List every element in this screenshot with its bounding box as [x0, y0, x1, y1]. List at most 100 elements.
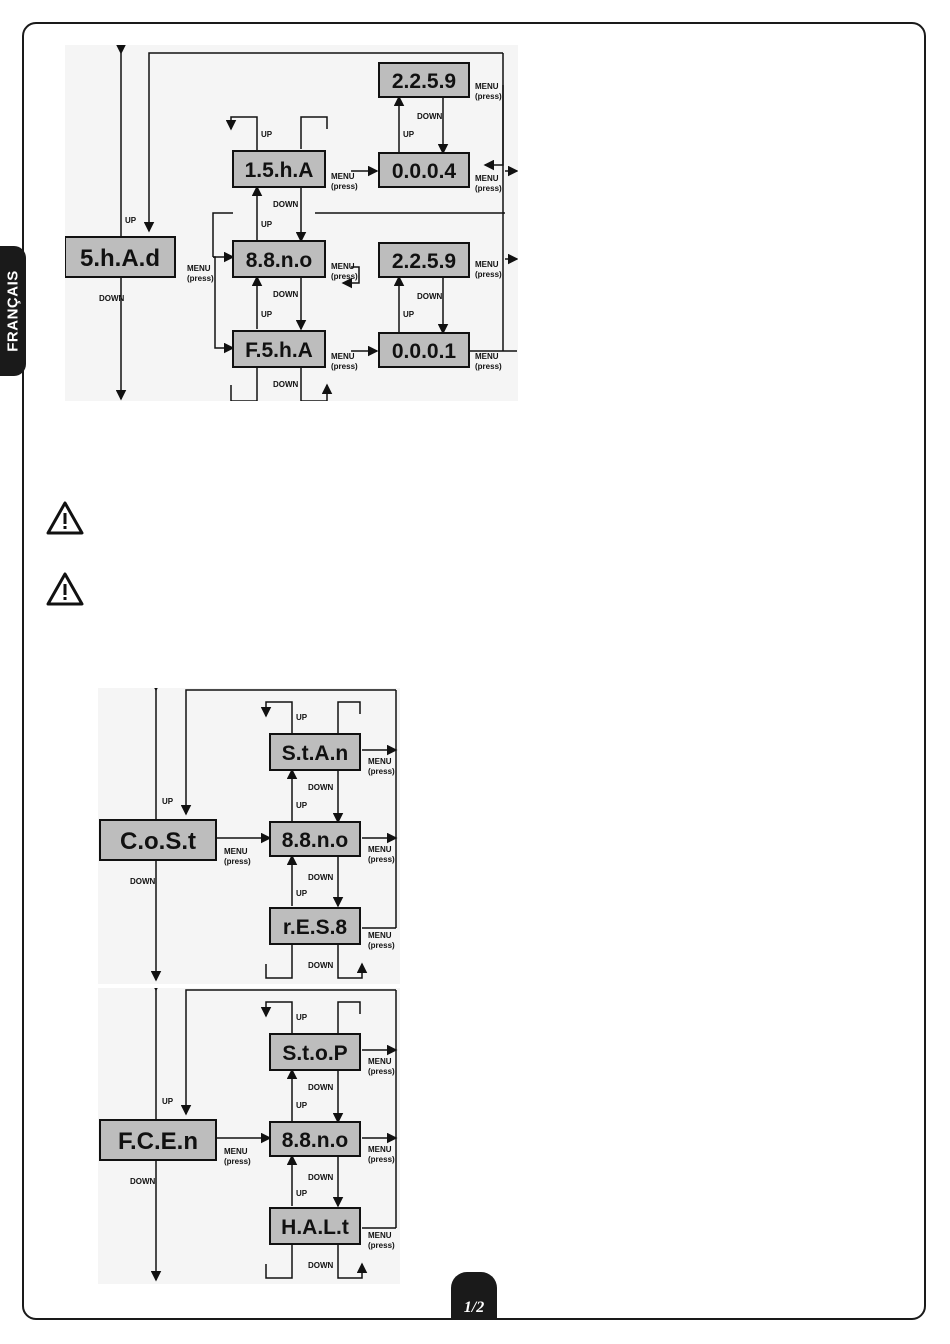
up-label: UP	[162, 1097, 174, 1106]
menu-label: MENU	[475, 82, 499, 91]
up-label: UP	[125, 216, 137, 225]
down-label: DOWN	[273, 200, 299, 209]
display-main: C.o.S.t	[99, 819, 217, 861]
menu-label: MENU	[331, 172, 355, 181]
menu-label: MENU	[368, 1231, 392, 1240]
up-label: UP	[403, 310, 415, 319]
menu-label: MENU	[368, 1145, 392, 1154]
press-label: (press)	[475, 362, 502, 371]
down-label: DOWN	[308, 873, 334, 882]
warning-icon	[46, 501, 84, 535]
svg-text:1.5.h.A: 1.5.h.A	[245, 159, 314, 182]
up-label: UP	[296, 889, 308, 898]
display-main: 5.h.A.d	[65, 236, 176, 278]
svg-text:S.t.A.n: S.t.A.n	[282, 742, 349, 765]
svg-text:0.0.0.4: 0.0.0.4	[392, 160, 457, 183]
up-label: UP	[296, 1013, 308, 1022]
up-label: UP	[261, 220, 273, 229]
menu-label: MENU	[475, 352, 499, 361]
down-label: DOWN	[308, 1261, 334, 1270]
down-label: DOWN	[417, 112, 443, 121]
svg-text:H.A.L.t: H.A.L.t	[281, 1216, 349, 1239]
press-label: (press)	[331, 272, 358, 281]
press-label: (press)	[368, 941, 395, 950]
press-label: (press)	[187, 274, 214, 283]
svg-text:F.5.h.A: F.5.h.A	[245, 339, 313, 362]
page-number: 1/2	[451, 1272, 497, 1320]
svg-text:8.8.n.o: 8.8.n.o	[282, 1129, 349, 1152]
svg-text:0.0.0.1: 0.0.0.1	[392, 340, 457, 363]
press-label: (press)	[368, 1067, 395, 1076]
press-label: (press)	[224, 1157, 251, 1166]
menu-label: MENU	[224, 1147, 248, 1156]
press-label: (press)	[475, 270, 502, 279]
display-item-3: F.5.h.A	[232, 330, 326, 368]
menu-label: MENU	[368, 1057, 392, 1066]
svg-text:F.C.E.n: F.C.E.n	[118, 1128, 198, 1155]
display-value-3: 2.2.5.9	[378, 242, 470, 278]
display-item-3: r.E.S.8	[269, 907, 361, 945]
up-label: UP	[296, 1189, 308, 1198]
diagram-fcen-menu: F.C.E.n S.t.o.P 8.8.n.o H.A.L.t UP DOWN …	[98, 988, 400, 1284]
up-label: UP	[162, 797, 174, 806]
up-label: UP	[261, 310, 273, 319]
menu-label: MENU	[224, 847, 248, 856]
down-label: DOWN	[308, 961, 334, 970]
svg-text:2.2.5.9: 2.2.5.9	[392, 70, 456, 93]
display-item-1: S.t.o.P	[269, 1033, 361, 1071]
down-label: DOWN	[99, 294, 125, 303]
menu-label: MENU	[368, 931, 392, 940]
press-label: (press)	[368, 855, 395, 864]
press-label: (press)	[368, 1241, 395, 1250]
svg-text:2.2.5.9: 2.2.5.9	[392, 250, 456, 273]
down-label: DOWN	[417, 292, 443, 301]
down-label: DOWN	[308, 1083, 334, 1092]
display-value-1: 2.2.5.9	[378, 62, 470, 98]
display-item-1: S.t.A.n	[269, 733, 361, 771]
warning-icon	[46, 572, 84, 606]
diagram-shad-menu: 5.h.A.d 1.5.h.A 8.8.n.o F.5.h.A 2.2.5.9 …	[65, 45, 518, 401]
down-label: DOWN	[130, 1177, 156, 1186]
down-label: DOWN	[130, 877, 156, 886]
display-item-1: 1.5.h.A	[232, 150, 326, 188]
svg-text:S.t.o.P: S.t.o.P	[282, 1042, 347, 1065]
menu-label: MENU	[368, 845, 392, 854]
display-item-2: 8.8.n.o	[269, 821, 361, 857]
display-item-2: 8.8.n.o	[269, 1121, 361, 1157]
diagram-cost-menu: C.o.S.t S.t.A.n 8.8.n.o r.E.S.8 UP DOWN …	[98, 688, 400, 984]
menu-label: MENU	[187, 264, 211, 273]
down-label: DOWN	[273, 290, 299, 299]
display-item-2: 8.8.n.o	[232, 240, 326, 278]
svg-text:C.o.S.t: C.o.S.t	[120, 828, 196, 855]
press-label: (press)	[368, 1155, 395, 1164]
up-label: UP	[403, 130, 415, 139]
up-label: UP	[296, 713, 308, 722]
display-value-2: 0.0.0.4	[378, 152, 470, 188]
display-value-4: 0.0.0.1	[378, 332, 470, 368]
up-label: UP	[296, 1101, 308, 1110]
menu-label: MENU	[331, 262, 355, 271]
svg-text:8.8.n.o: 8.8.n.o	[282, 829, 349, 852]
language-tab: FRANÇAIS	[0, 246, 26, 376]
svg-text:r.E.S.8: r.E.S.8	[283, 916, 348, 939]
press-label: (press)	[475, 184, 502, 193]
press-label: (press)	[331, 182, 358, 191]
menu-label: MENU	[368, 757, 392, 766]
display-item-3: H.A.L.t	[269, 1207, 361, 1245]
svg-text:8.8.n.o: 8.8.n.o	[246, 249, 313, 272]
menu-label: MENU	[475, 260, 499, 269]
up-label: UP	[296, 801, 308, 810]
down-label: DOWN	[273, 380, 299, 389]
press-label: (press)	[475, 92, 502, 101]
press-label: (press)	[224, 857, 251, 866]
down-label: DOWN	[308, 1173, 334, 1182]
display-main: F.C.E.n	[99, 1119, 217, 1161]
menu-label: MENU	[475, 174, 499, 183]
down-label: DOWN	[308, 783, 334, 792]
up-label: UP	[261, 130, 273, 139]
press-label: (press)	[368, 767, 395, 776]
language-tab-label: FRANÇAIS	[4, 270, 22, 352]
press-label: (press)	[331, 362, 358, 371]
menu-label: MENU	[331, 352, 355, 361]
svg-text:5.h.A.d: 5.h.A.d	[80, 245, 160, 272]
